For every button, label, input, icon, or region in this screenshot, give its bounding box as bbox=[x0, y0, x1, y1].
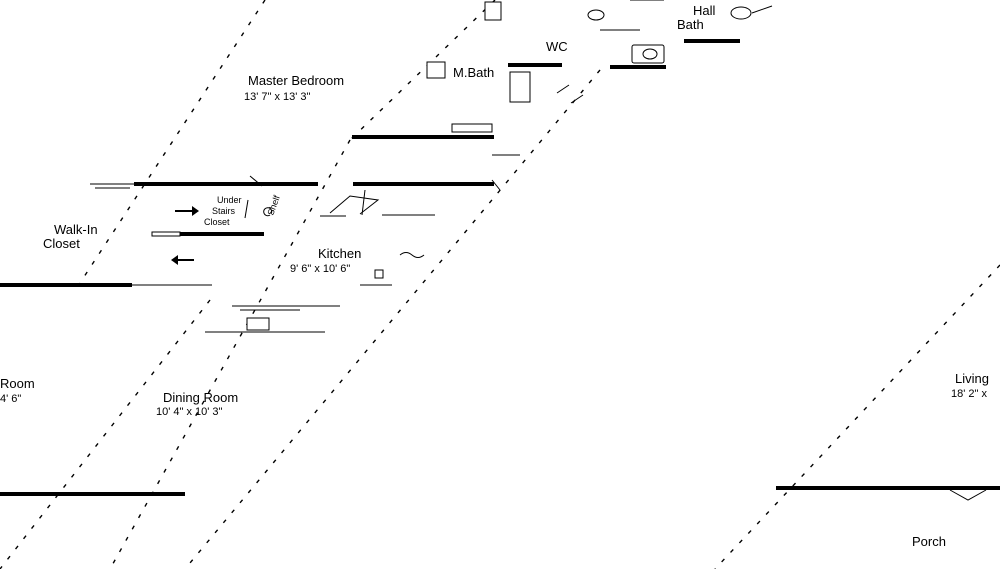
living-name: Living bbox=[955, 371, 989, 386]
bedroom-partial-size: 4' 6" bbox=[0, 393, 21, 405]
bedroom-partial-name: Room bbox=[0, 376, 35, 391]
arrow-left-icon bbox=[171, 255, 194, 265]
guide-line bbox=[109, 139, 351, 569]
walk-in-closet-line1: Walk-In bbox=[54, 222, 98, 237]
fixtures bbox=[95, 0, 987, 501]
walk-in-closet-line2: Closet bbox=[43, 236, 80, 251]
shower-stall bbox=[509, 71, 531, 103]
toilet-icon bbox=[587, 9, 605, 21]
guide-line bbox=[714, 264, 1000, 569]
sink-icon bbox=[263, 207, 273, 217]
hall-bath-line2: Bath bbox=[677, 17, 704, 32]
arrow-right-icon bbox=[175, 206, 199, 216]
vanity-cabinet bbox=[426, 61, 446, 79]
room-labels: Master Bedroom 13' 7" x 13' 3" M.Bath WC… bbox=[0, 3, 989, 549]
shelf-label: Shelf bbox=[265, 194, 282, 217]
walls bbox=[0, 39, 1000, 496]
master-bedroom-name: Master Bedroom bbox=[248, 73, 344, 88]
under-stairs-line3: Closet bbox=[204, 217, 230, 227]
dining-room-size: 10' 4" x 10' 3" bbox=[156, 406, 223, 418]
counter-edge bbox=[491, 154, 520, 191]
master-bedroom-size: 13' 7" x 13' 3" bbox=[244, 91, 311, 103]
hall-bath-line1: Hall bbox=[693, 3, 716, 18]
counter-edge bbox=[329, 195, 380, 215]
shelf-board bbox=[151, 231, 181, 237]
under-stairs-line1: Under bbox=[217, 195, 242, 205]
m-bath-name: M.Bath bbox=[453, 65, 494, 80]
counter-edge bbox=[361, 189, 366, 216]
counter-edge bbox=[244, 199, 249, 219]
tub-edge bbox=[451, 123, 493, 133]
sink-icon bbox=[374, 269, 384, 279]
wc-name: WC bbox=[546, 39, 568, 54]
vanity-cabinet bbox=[631, 44, 665, 64]
porch-name: Porch bbox=[912, 534, 946, 549]
under-stairs-line2: Stairs bbox=[212, 206, 236, 216]
guide-line bbox=[0, 299, 211, 569]
sink-icon bbox=[399, 252, 425, 258]
living-size: 18' 2" x bbox=[951, 388, 987, 400]
kitchen-size: 9' 6" x 10' 6" bbox=[290, 263, 350, 275]
door-swing bbox=[95, 175, 263, 189]
toilet-icon bbox=[730, 5, 773, 20]
stove-icon bbox=[246, 317, 270, 331]
kitchen-name: Kitchen bbox=[318, 246, 361, 261]
door-swing bbox=[556, 84, 584, 104]
vanity-cabinet bbox=[484, 1, 502, 21]
door-swing bbox=[949, 489, 987, 501]
sink-icon bbox=[642, 48, 658, 60]
guide-line bbox=[79, 0, 266, 284]
dining-room-name: Dining Room bbox=[163, 390, 238, 405]
